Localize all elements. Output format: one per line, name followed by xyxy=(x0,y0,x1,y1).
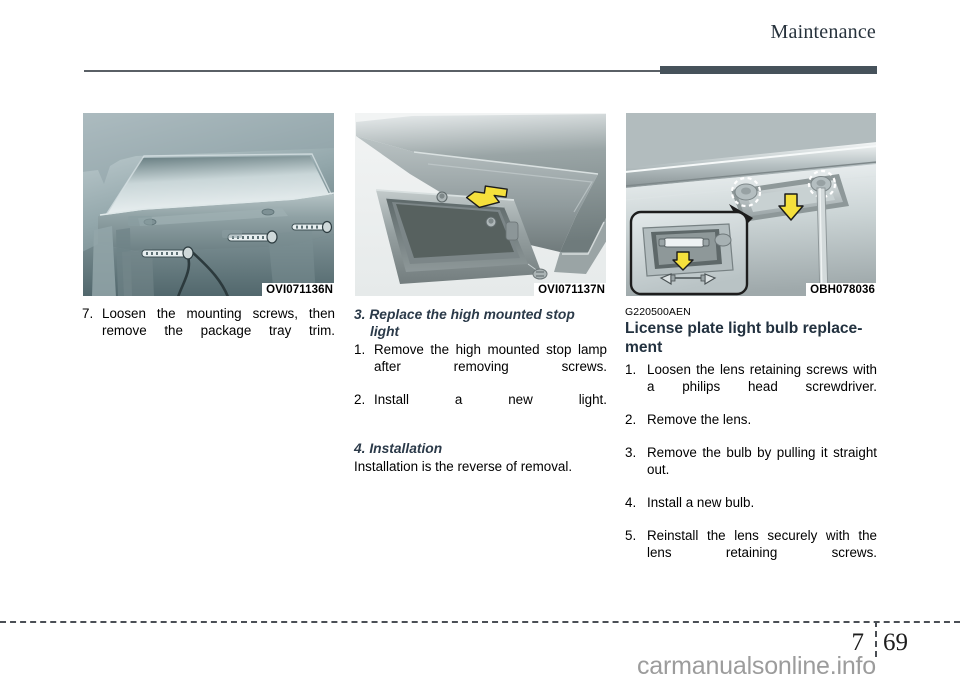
license-plate-light-illustration xyxy=(625,112,877,297)
list-item: 1. Loosen the lens retaining screws with… xyxy=(625,362,877,412)
figure-caption: OVI071137N xyxy=(534,283,607,297)
list-item: 7. Loosen the mounting screws, then remo… xyxy=(82,306,335,356)
detail-callout-inset xyxy=(629,204,753,296)
screwdriver xyxy=(816,187,829,297)
page-title: Maintenance xyxy=(770,21,876,43)
mounting-pins xyxy=(436,191,497,228)
bulb-direction-arrow-icon xyxy=(778,193,804,221)
direction-arrow-icon xyxy=(465,185,508,209)
site-watermark: carmanualsonline.info xyxy=(637,652,877,680)
list-item: 2. Remove the lens. xyxy=(625,412,877,445)
header-rule-thin xyxy=(84,70,661,72)
list-item: 1. Remove the high mounted stop lamp aft… xyxy=(354,342,607,392)
list-item-number: 4. xyxy=(625,494,637,510)
column-2-body: 3. Replace the high mounted stop light 1… xyxy=(354,297,607,476)
column-3-body: G220500AEN License plate light bulb repl… xyxy=(625,297,877,578)
figure-caption: OBH078036 xyxy=(806,283,877,297)
list-item-text: Remove the lens. xyxy=(647,411,752,427)
list-item-number: 5. xyxy=(625,527,637,543)
list-item: 5. Reinstall the lens securely with the … xyxy=(625,528,877,578)
list-item-number: 2. xyxy=(354,391,366,407)
steps-list-package-tray: 7. Loosen the mounting screws, then remo… xyxy=(82,306,335,356)
column-1-body: 7. Loosen the mounting screws, then remo… xyxy=(82,297,335,356)
bulb-detail-icon xyxy=(659,273,717,286)
license-plate-light-figure: OBH078036 xyxy=(625,112,877,297)
column-3: OBH078036 G220500AEN License plate light… xyxy=(625,112,877,578)
steps-list-stop-light: 1. Remove the high mounted stop lamp aft… xyxy=(354,342,607,425)
list-item-number: 7. xyxy=(82,306,94,321)
list-item-text: Install a new light. xyxy=(374,391,607,407)
block-spacer xyxy=(354,425,607,440)
list-item-text: Remove the bulb by pulling it straight o… xyxy=(647,444,877,477)
screw-strip-middle xyxy=(227,230,278,244)
list-item-number: 3. xyxy=(625,444,637,460)
list-item-text: Reinstall the lens securely with the len… xyxy=(647,527,877,560)
list-item-text: Install a new bulb. xyxy=(647,494,755,510)
list-item-text: Loosen the lens retaining screws with a … xyxy=(647,362,877,394)
list-item: 2. Install a new light. xyxy=(354,392,607,425)
list-item-number: 1. xyxy=(354,342,366,357)
column-2: OVI071137N 3. Replace the high mounted s… xyxy=(354,112,607,476)
list-item-number: 2. xyxy=(625,411,637,427)
list-item-text: Remove the high mounted stop lamp after … xyxy=(374,342,607,374)
steps-list-license-plate-bulb: 1. Loosen the lens retaining screws with… xyxy=(625,362,877,578)
section-heading-license-plate-bulb: License plate light bulb replace-ment xyxy=(625,320,863,356)
footer-divider xyxy=(0,621,960,623)
footer-vertical-divider xyxy=(875,621,877,657)
list-item: 3. Remove the bulb by pulling it straigh… xyxy=(625,445,877,495)
high-mounted-stop-lamp-illustration xyxy=(354,112,607,297)
screw-strip-left xyxy=(141,246,194,260)
section-code: G220500AEN xyxy=(625,306,691,318)
screw-strip-right xyxy=(291,220,333,234)
list-item-text: Loosen the mounting screws, then remove … xyxy=(102,306,335,338)
high-mounted-stop-lamp-figure: OVI071137N xyxy=(354,112,607,297)
chapter-number: 7 xyxy=(851,629,865,656)
list-item: 4. Install a new bulb. xyxy=(625,495,877,528)
screw-highlight-circles xyxy=(730,169,837,208)
list-item-number: 1. xyxy=(625,362,637,377)
section-heading-replace-stop-light: 3. Replace the high mounted stop light xyxy=(354,307,575,339)
installation-paragraph: Installation is the reverse of removal. xyxy=(354,458,573,474)
package-tray-trim-illustration xyxy=(82,112,335,297)
section-heading-installation: 4. Installation xyxy=(354,440,443,456)
figure-caption: OVI071136N xyxy=(262,283,335,297)
column-1: OVI071136N 7. Loosen the mounting screws… xyxy=(82,112,335,356)
page-header: Maintenance xyxy=(0,0,960,80)
page-number: 69 xyxy=(883,629,908,656)
header-rule-thick xyxy=(660,66,877,74)
package-tray-trim-figure: OVI071136N xyxy=(82,112,335,297)
